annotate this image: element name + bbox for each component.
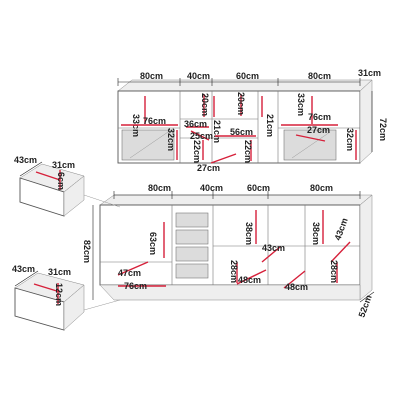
upper-inner-14: 27cm bbox=[197, 163, 220, 173]
lower-inner-2: 38cm bbox=[244, 222, 254, 245]
upper-glass-door-right bbox=[283, 129, 337, 161]
upper-width-1: 80cm bbox=[140, 71, 163, 81]
upper-cabinet-set bbox=[117, 79, 373, 164]
lower-drawer-2 bbox=[175, 229, 209, 245]
drawer-detail-bottom bbox=[14, 270, 121, 331]
lower-inner-11: 76cm bbox=[124, 281, 147, 291]
drawer-bottom-width: 31cm bbox=[48, 267, 71, 277]
upper-width-3: 60cm bbox=[236, 71, 259, 81]
lower-width-2: 40cm bbox=[200, 183, 223, 193]
drawer-top-depth: 43cm bbox=[14, 155, 37, 165]
lower-inner-1: 63cm bbox=[148, 232, 158, 255]
lower-front bbox=[99, 204, 361, 286]
upper-inner-6: 33cm bbox=[296, 93, 306, 116]
lower-side bbox=[359, 194, 373, 301]
drawer-bottom-side bbox=[63, 284, 85, 331]
lower-inner-8: 48cm bbox=[238, 275, 261, 285]
upper-glass-door-left bbox=[121, 129, 175, 161]
lower-inner-6: 28cm bbox=[229, 260, 239, 283]
upper-inner-16: 32cm bbox=[345, 128, 355, 151]
lower-inner-10: 47cm bbox=[118, 268, 141, 278]
upper-depth: 31cm bbox=[358, 68, 381, 78]
lower-drawer-4 bbox=[175, 263, 209, 279]
lower-inner-7: 28cm bbox=[329, 260, 339, 283]
lower-plinth bbox=[99, 284, 361, 301]
drawer-bottom-height: 12cm bbox=[54, 283, 64, 306]
upper-inner-11: 22cm bbox=[192, 140, 202, 163]
lower-width-1: 80cm bbox=[148, 183, 171, 193]
drawer-top-side bbox=[63, 175, 85, 217]
upper-inner-4: 20cm bbox=[236, 92, 246, 115]
upper-height: 72cm bbox=[378, 118, 388, 141]
upper-inner-7: 76cm bbox=[143, 116, 166, 126]
upper-inner-13: 22cm bbox=[243, 140, 253, 163]
lower-width-3: 60cm bbox=[247, 183, 270, 193]
upper-inner-15: 76cm bbox=[308, 112, 331, 122]
lower-width-4: 80cm bbox=[310, 183, 333, 193]
upper-inner-17: 27cm bbox=[307, 125, 330, 135]
upper-side bbox=[359, 79, 373, 164]
drawer-top-width: 31cm bbox=[52, 160, 75, 170]
upper-top-face bbox=[117, 79, 373, 92]
lower-drawer-3 bbox=[175, 246, 209, 262]
lower-height: 82cm bbox=[82, 240, 92, 263]
upper-inner-3: 21cm bbox=[212, 120, 222, 143]
drawer-bottom-depth: 43cm bbox=[12, 264, 35, 274]
lower-cabinet-set bbox=[99, 194, 373, 301]
upper-width-2: 40cm bbox=[187, 71, 210, 81]
lower-inner-9: 48cm bbox=[285, 282, 308, 292]
drawer-detail-top bbox=[19, 161, 121, 217]
upper-inner-5: 21cm bbox=[265, 114, 275, 137]
lower-inner-4: 43cm bbox=[262, 243, 285, 253]
drawer-top-height: 6cm bbox=[56, 172, 66, 190]
upper-inner-8: 32cm bbox=[166, 128, 176, 151]
lower-drawer-1 bbox=[175, 212, 209, 228]
upper-inner-2: 20cm bbox=[200, 93, 210, 116]
lower-top-face bbox=[99, 194, 373, 206]
upper-inner-9: 25cm bbox=[190, 131, 213, 141]
upper-inner-10: 36cm bbox=[184, 119, 207, 129]
lower-inner-3: 38cm bbox=[311, 222, 321, 245]
upper-inner-12: 56cm bbox=[230, 127, 253, 137]
upper-width-4: 80cm bbox=[308, 71, 331, 81]
